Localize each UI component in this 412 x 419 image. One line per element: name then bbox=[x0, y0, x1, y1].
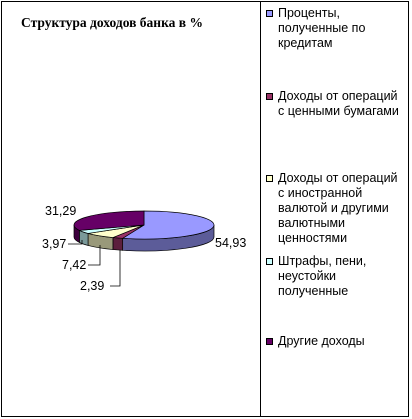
legend-label: Штрафы, пени, неустойки полученные bbox=[278, 254, 367, 298]
pie-slice bbox=[121, 210, 215, 240]
legend-label: Другие доходы bbox=[278, 334, 365, 348]
data-label: 31,29 bbox=[45, 204, 76, 218]
leader-line bbox=[88, 245, 101, 266]
legend-label: Проценты, полученные по кредитам bbox=[278, 6, 366, 50]
pie-chart: 54,93 2,39 7,42 3,97 31,29 bbox=[42, 204, 246, 293]
legend-divider bbox=[260, 1, 261, 417]
legend-swatch-icon bbox=[266, 258, 273, 265]
pie-slice-side bbox=[112, 237, 124, 251]
chart-title: Структура доходов банка в % bbox=[21, 15, 203, 30]
legend-swatch-icon bbox=[266, 93, 273, 100]
legend-swatch-icon bbox=[266, 175, 273, 182]
legend-label: Доходы от операций с ценными бумагами bbox=[278, 89, 399, 118]
leader-line bbox=[68, 240, 83, 245]
legend-label: Доходы от операций с иностранной валютой… bbox=[278, 171, 398, 245]
leader-line bbox=[110, 250, 121, 287]
data-label: 54,93 bbox=[215, 236, 246, 250]
data-label: 2,39 bbox=[80, 279, 104, 293]
legend-swatch-icon bbox=[266, 338, 273, 345]
data-label: 7,42 bbox=[62, 258, 86, 272]
legend-swatch-icon bbox=[266, 10, 273, 17]
data-label: 3,97 bbox=[42, 237, 66, 251]
pie-slice bbox=[73, 210, 145, 231]
